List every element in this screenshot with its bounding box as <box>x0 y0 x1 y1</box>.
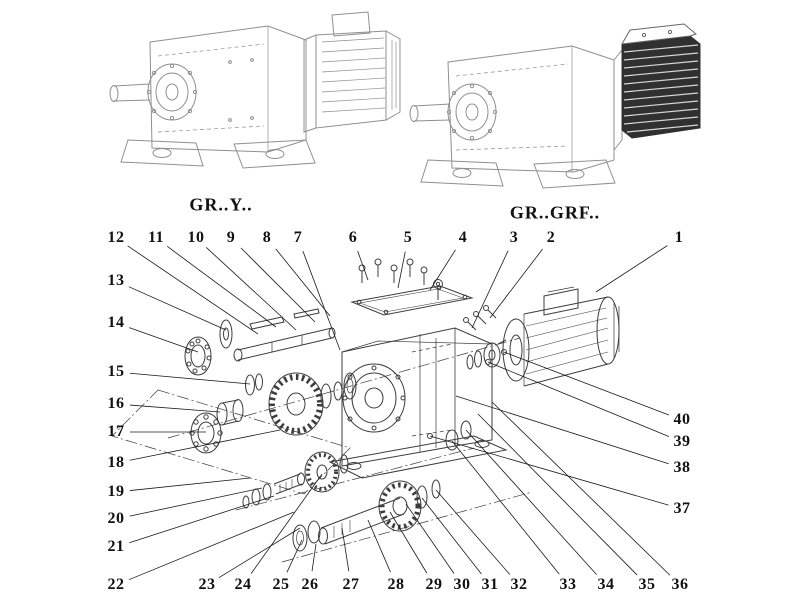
callout-16: 16 <box>107 395 125 412</box>
exploded-view <box>111 258 620 563</box>
callout-11: 11 <box>147 229 165 246</box>
callout-28: 28 <box>387 576 405 593</box>
callout-36: 36 <box>671 576 689 593</box>
callout-39: 39 <box>673 433 691 450</box>
callout-8: 8 <box>262 229 272 246</box>
callout-2: 2 <box>546 229 556 246</box>
callout-15: 15 <box>107 363 125 380</box>
callout-25: 25 <box>272 576 290 593</box>
motor-pinion <box>466 339 507 370</box>
variant-title-gr-grf: GR..GRF.. <box>509 202 601 223</box>
callout-37: 37 <box>673 500 691 517</box>
callout-32: 32 <box>510 576 528 593</box>
callout-21: 21 <box>107 538 125 555</box>
callout-9: 9 <box>226 229 236 246</box>
callout-7: 7 <box>293 229 303 246</box>
callout-29: 29 <box>425 576 443 593</box>
callout-17: 17 <box>107 423 125 440</box>
large-gear <box>268 372 357 436</box>
callout-34: 34 <box>597 576 615 593</box>
callout-3: 3 <box>509 229 519 246</box>
assembled-gearmotor-gr-grf <box>409 23 701 189</box>
callout-27: 27 <box>342 576 360 593</box>
callout-6: 6 <box>348 229 358 246</box>
callout-22: 22 <box>107 576 125 593</box>
callout-5: 5 <box>403 229 413 246</box>
callout-20: 20 <box>107 510 125 527</box>
callout-13: 13 <box>107 272 125 289</box>
callout-4: 4 <box>458 229 468 246</box>
callout-40: 40 <box>673 411 691 428</box>
finned-motor-block <box>613 23 701 151</box>
callout-14: 14 <box>107 314 125 331</box>
callout-31: 31 <box>481 576 499 593</box>
callout-24: 24 <box>234 576 252 593</box>
callout-38: 38 <box>673 459 691 476</box>
variant-title-gr-y: GR..Y.. <box>189 194 253 215</box>
callout-1: 1 <box>674 229 684 246</box>
callout-26: 26 <box>301 576 319 593</box>
callout-19: 19 <box>107 483 125 500</box>
callout-10: 10 <box>187 229 205 246</box>
callout-35: 35 <box>638 576 656 593</box>
callout-18: 18 <box>107 454 125 471</box>
callout-23: 23 <box>198 576 216 593</box>
callout-30: 30 <box>453 576 471 593</box>
callout-12: 12 <box>107 229 125 246</box>
callout-33: 33 <box>559 576 577 593</box>
assembled-gearmotor-gr-y <box>109 11 401 169</box>
